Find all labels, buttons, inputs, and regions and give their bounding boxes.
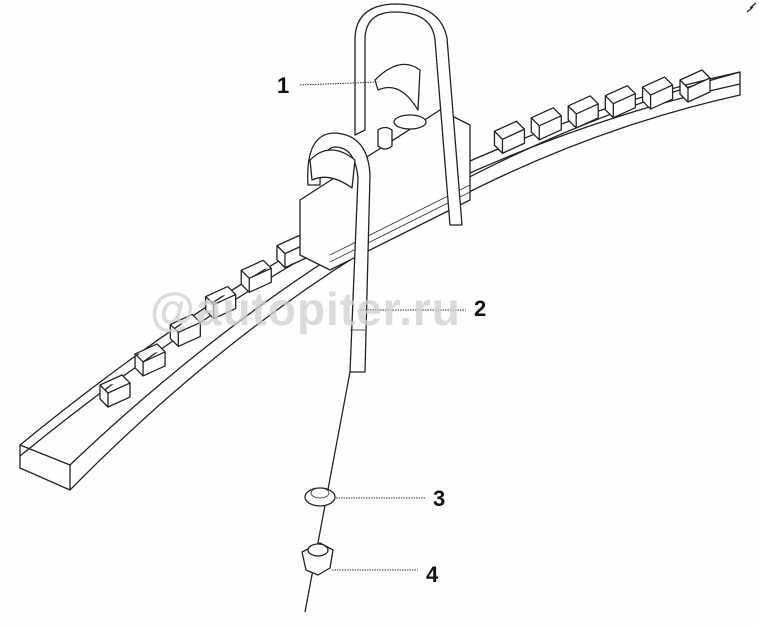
leaf-step — [240, 259, 272, 293]
front-u-bolt — [307, 132, 371, 373]
leaf-step — [530, 107, 562, 141]
callout-4: 4 — [426, 562, 439, 587]
leaf-step — [205, 285, 237, 320]
rear-u-bolt-saddle — [374, 63, 421, 111]
leaf-step — [641, 76, 674, 110]
leader-line-1 — [299, 81, 379, 86]
leaf-step — [169, 313, 201, 348]
clamp-block — [299, 109, 471, 271]
clamp-hole — [393, 114, 427, 130]
leaf-step — [493, 120, 526, 154]
leaf-step — [134, 343, 166, 377]
callout-2: 2 — [474, 296, 487, 321]
leaf-step — [679, 69, 711, 103]
leaf-step — [604, 85, 636, 119]
rear-u-bolt — [354, 3, 463, 226]
center-bolt-nut — [377, 126, 393, 150]
spring-leaf-steps — [99, 69, 711, 408]
washer — [304, 487, 336, 507]
callout-1: 1 — [277, 73, 290, 98]
front-u-bolt-saddle — [309, 149, 356, 189]
callout-3: 3 — [433, 486, 446, 511]
leaf-step — [567, 95, 599, 129]
corner-mark-icon — [746, 2, 757, 13]
watermark: @autopiter.ru — [150, 283, 461, 335]
leaf-step — [99, 374, 131, 408]
